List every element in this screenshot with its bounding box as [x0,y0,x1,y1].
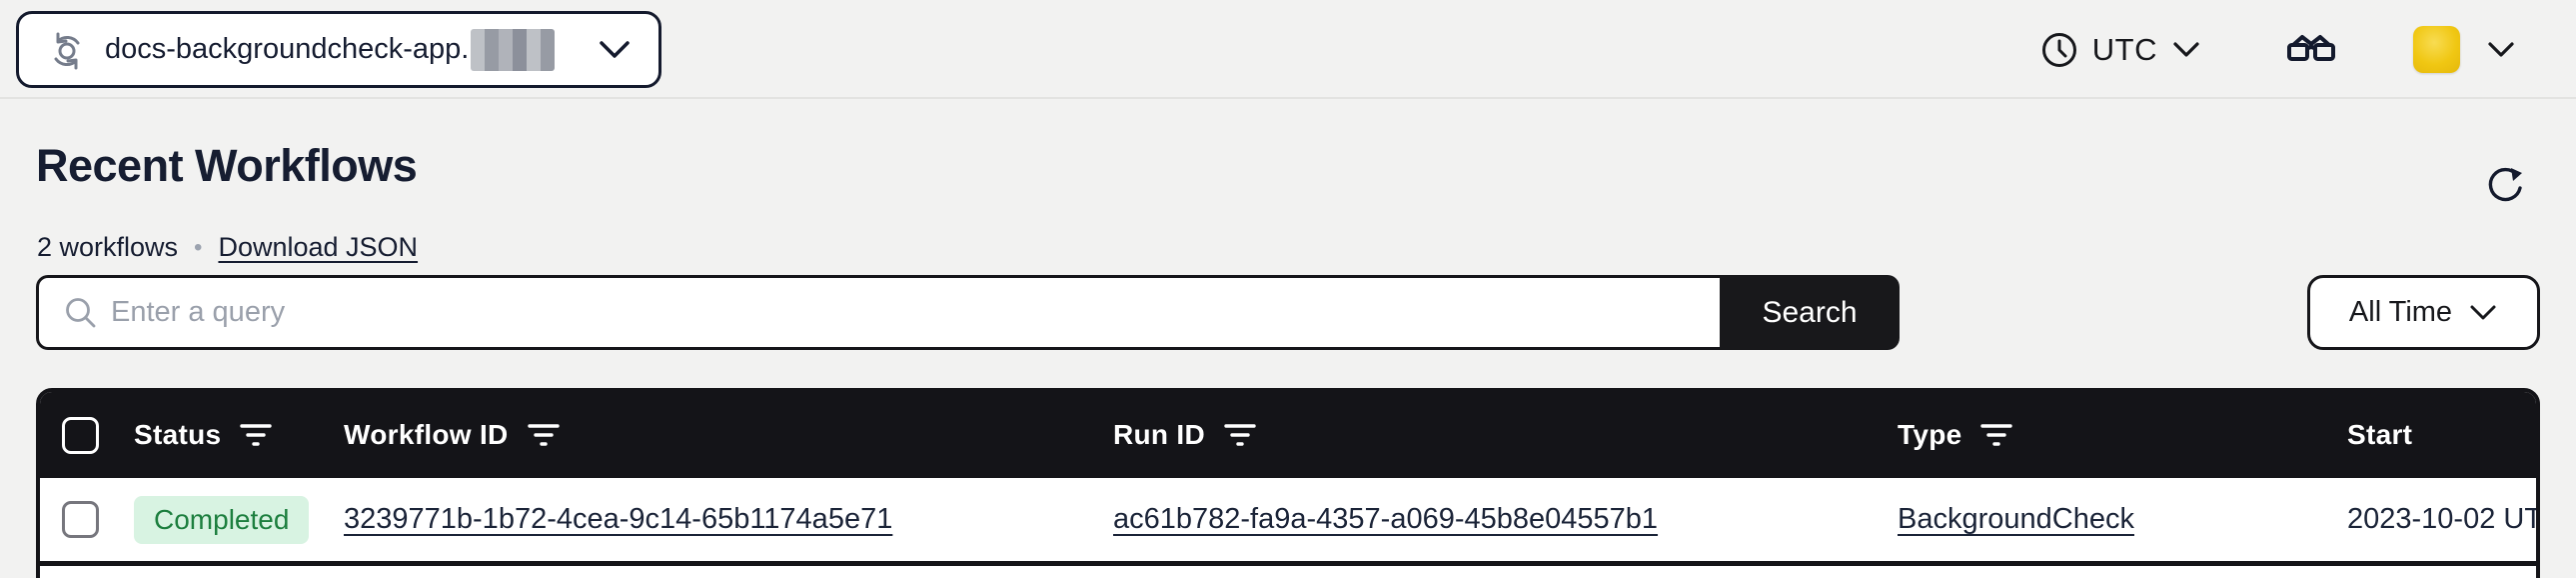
query-search-input[interactable] [39,278,1720,347]
status-badge: Completed [134,495,310,544]
row-checkbox-cell [40,501,134,538]
search-row: Search All Time [36,275,2540,350]
namespace-selector[interactable]: docs-backgroundcheck-app. [16,11,661,88]
chevron-down-icon [2486,40,2516,59]
row-checkbox[interactable] [62,501,99,538]
timezone-selector[interactable]: UTC [2040,31,2201,69]
row-status-cell: Completed [134,495,344,544]
search-button[interactable]: Search [1720,275,1900,350]
top-bar: docs-backgroundcheck-app. UTC [0,0,2576,99]
labs-mode-button[interactable] [2285,33,2337,67]
user-avatar [2413,26,2460,73]
namespace-cycle-icon [45,28,89,72]
namespace-suffix-redacted [471,28,556,71]
refresh-icon [2488,167,2522,202]
workflow-id-filter-icon[interactable] [527,421,561,449]
run-id-filter-icon[interactable] [1223,421,1257,449]
next-row-partial [40,566,2536,578]
select-all-checkbox[interactable] [62,416,99,454]
search-icon [63,295,99,331]
header-type: Type [1898,419,2347,451]
chevron-down-icon [597,39,633,61]
start-time-text: 2023-10-02 UT [2347,503,2536,535]
query-input-wrap [36,275,1720,350]
row-run-id-cell: ac61b782-fa9a-4357-a069-45b8e04557b1 [1113,503,1898,536]
topbar-right-controls: UTC [2040,0,2516,99]
status-filter-icon[interactable] [239,421,273,449]
time-range-filter[interactable]: All Time [2307,275,2540,350]
column-label-run-id: Run ID [1113,419,1206,450]
page-title: Recent Workflows [36,140,418,191]
namespace-name: docs-backgroundcheck-app. [105,33,470,65]
query-search-group: Search [36,275,1900,350]
separator-dot: • [194,233,203,261]
refresh-button[interactable] [2484,164,2526,206]
timezone-label: UTC [2091,31,2157,67]
column-label-start: Start [2347,419,2413,450]
header-checkbox-cell [40,416,134,454]
download-json-link[interactable]: Download JSON [218,232,419,262]
workflow-type-link[interactable]: BackgroundCheck [1898,503,2134,535]
table-row[interactable]: Completed 3239771b-1b72-4cea-9c14-65b117… [40,478,2536,566]
workflow-count-line: 2 workflows • Download JSON [37,232,418,263]
glasses-icon [2285,33,2337,67]
time-range-label: All Time [2348,296,2453,328]
workflows-table: Status Workflow ID Run ID [36,388,2540,578]
workflow-id-link[interactable]: 3239771b-1b72-4cea-9c14-65b1174a5e71 [344,503,893,535]
column-label-type: Type [1898,419,1962,450]
header-run-id: Run ID [1113,419,1898,451]
header-status: Status [134,419,344,451]
chevron-down-icon [2468,303,2498,322]
header-workflow-id: Workflow ID [344,419,1113,451]
header-start: Start [2347,419,2536,451]
column-label-workflow-id: Workflow ID [344,419,509,450]
row-workflow-id-cell: 3239771b-1b72-4cea-9c14-65b1174a5e71 [344,503,1113,536]
clock-icon [2040,31,2078,69]
row-start-cell: 2023-10-02 UT [2347,503,2536,536]
column-label-status: Status [134,419,222,450]
workflow-count: 2 workflows [37,232,179,262]
user-menu[interactable] [2413,26,2516,73]
table-header-row: Status Workflow ID Run ID [40,392,2536,478]
run-id-link[interactable]: ac61b782-fa9a-4357-a069-45b8e04557b1 [1113,503,1659,535]
type-filter-icon[interactable] [1979,421,2013,449]
chevron-down-icon [2171,40,2201,59]
row-type-cell: BackgroundCheck [1898,503,2347,536]
